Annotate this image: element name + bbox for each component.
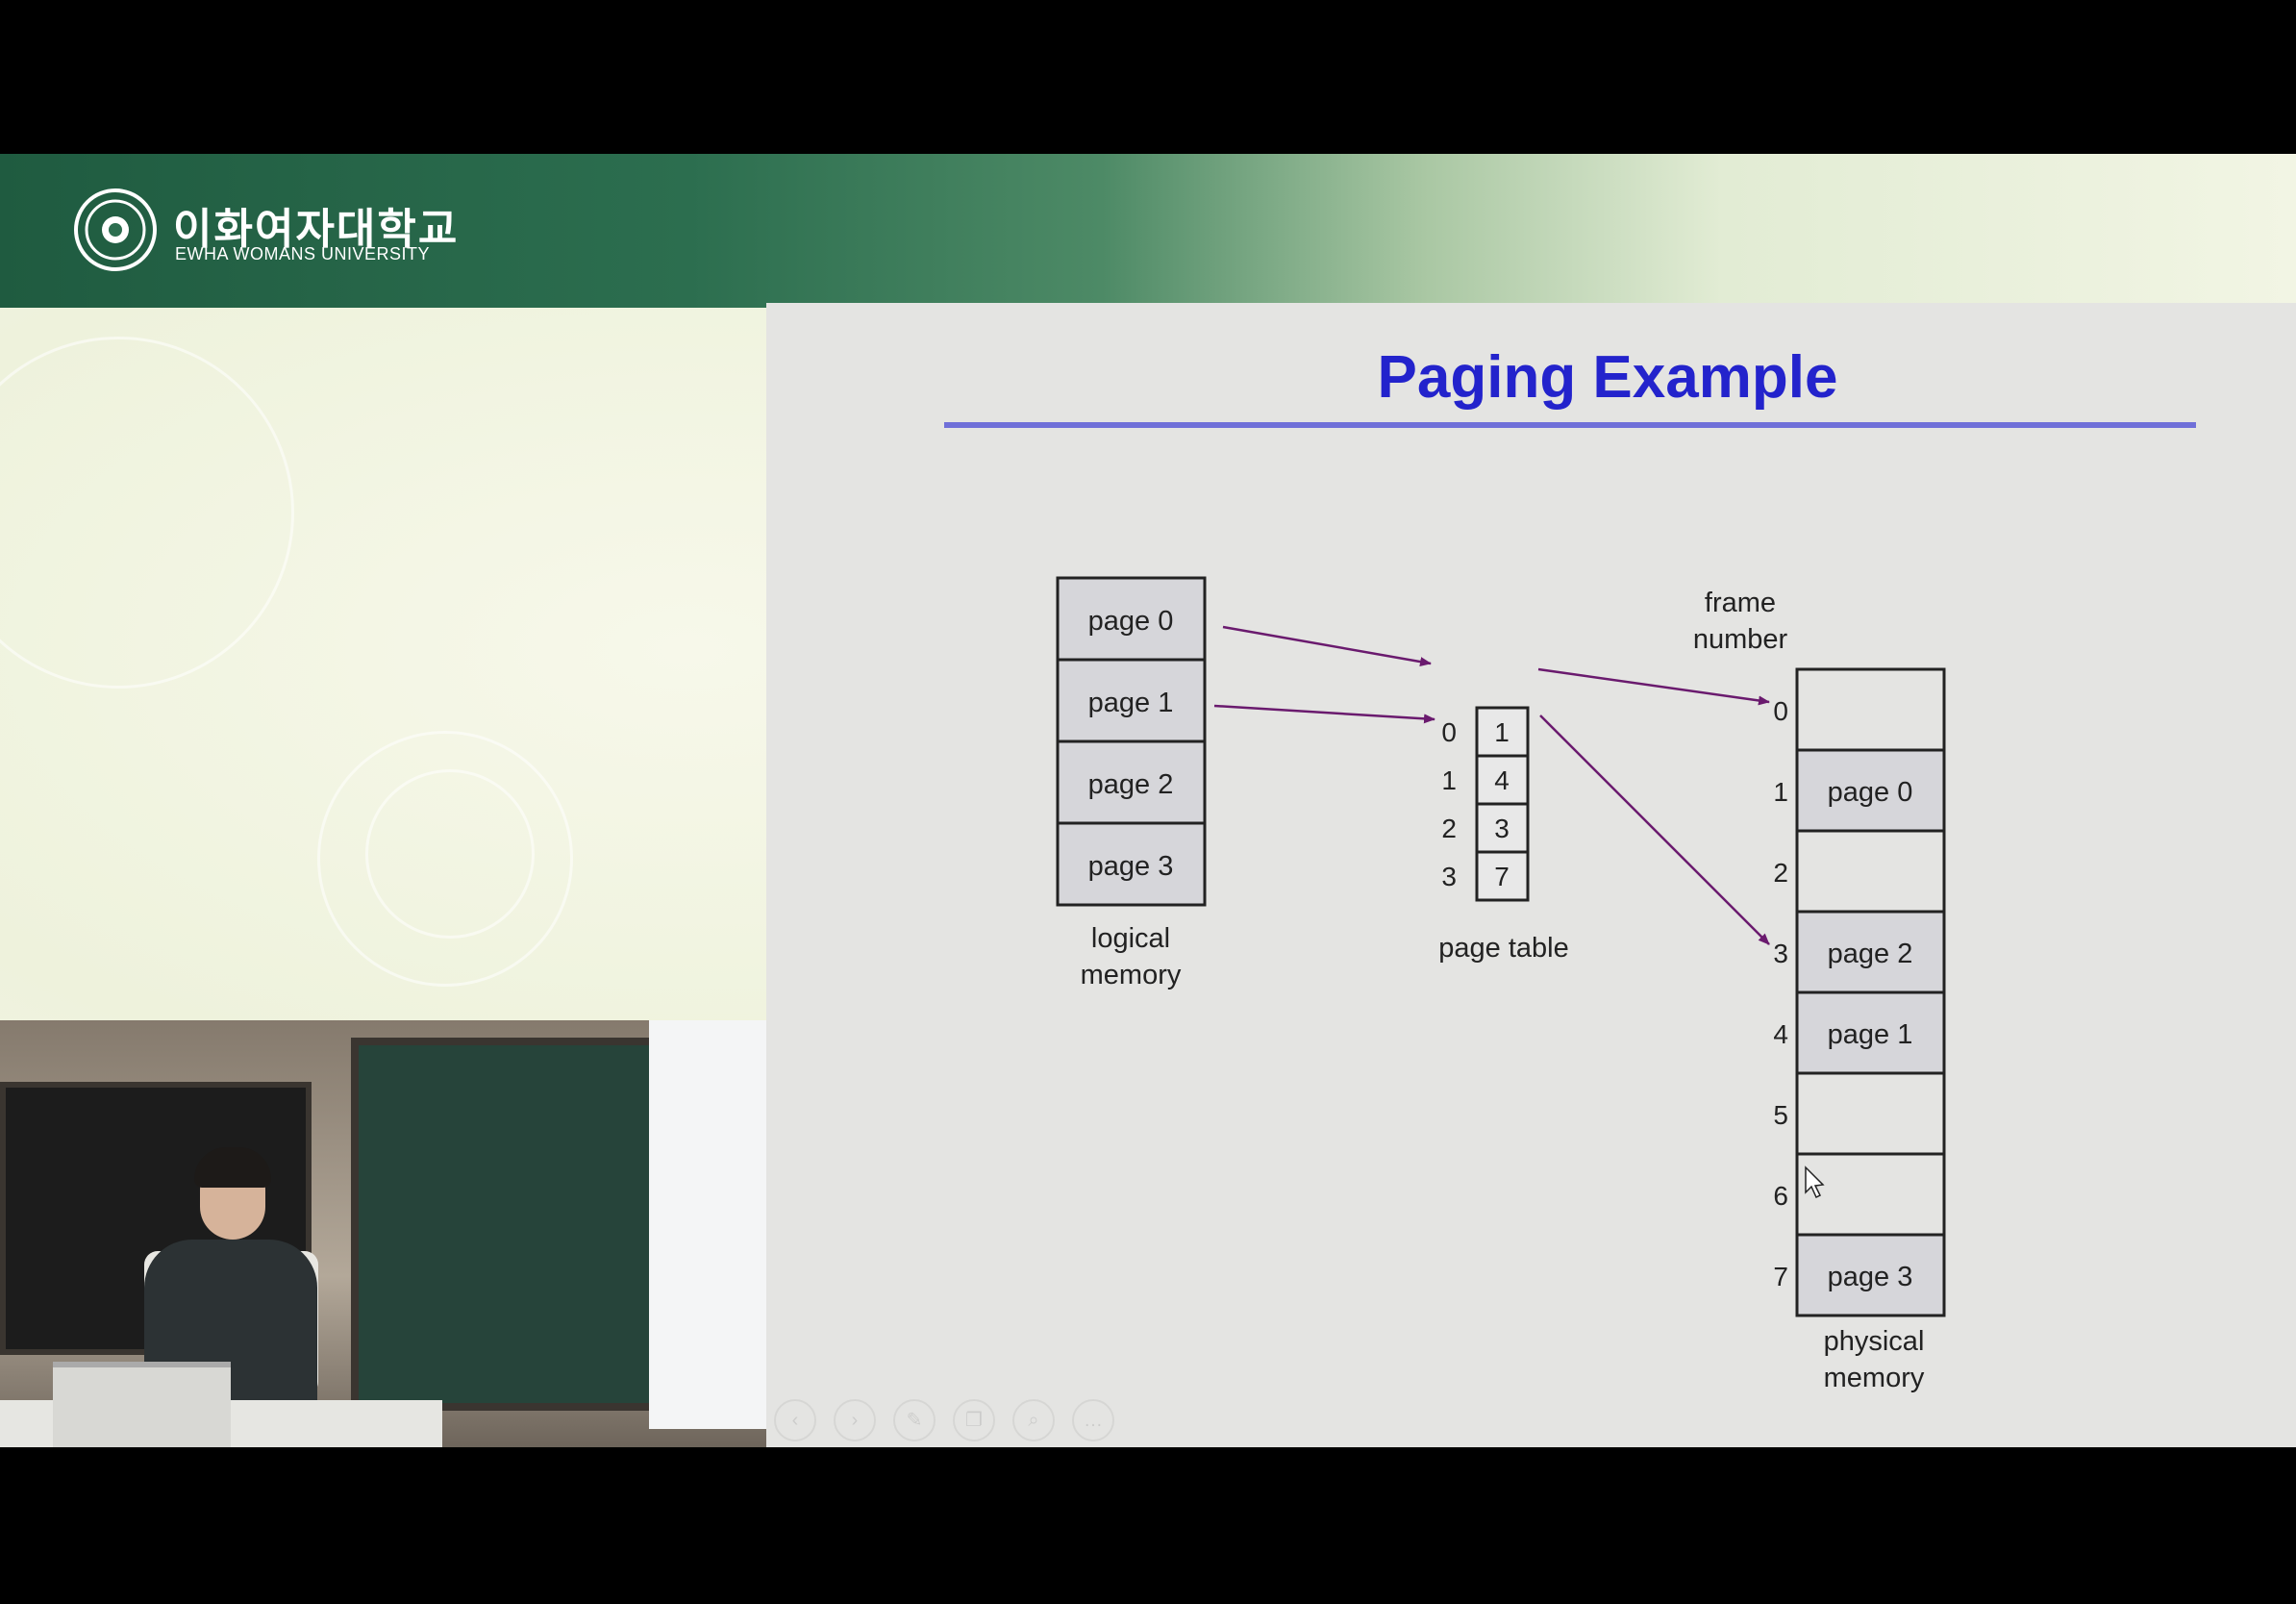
frame-number: 0 xyxy=(1773,696,1788,726)
university-header: 이화여자대학교 EWHA WOMANS UNIVERSITY xyxy=(0,154,2296,308)
frame-number: 3 xyxy=(1773,939,1788,968)
logical-memory-label: memory xyxy=(1081,960,1182,990)
arrow-page0-to-table xyxy=(1223,627,1431,664)
frame-number-header: number xyxy=(1693,624,1788,655)
physical-page-label: page 0 xyxy=(1828,777,1913,808)
physical-page-label: page 3 xyxy=(1828,1262,1913,1292)
page-table-label: page table xyxy=(1438,933,1568,964)
page-table-frame: 7 xyxy=(1494,862,1510,891)
logical-page-label: page 3 xyxy=(1088,851,1174,882)
frame-number-header: frame xyxy=(1705,588,1776,618)
copy-icon[interactable]: ❐ xyxy=(953,1399,995,1441)
arrow-table-to-frame1 xyxy=(1538,669,1769,702)
paging-diagram: page 0 page 1 page 2 page 3 logical memo… xyxy=(766,303,2296,1447)
lecture-frame: 이화여자대학교 EWHA WOMANS UNIVERSITY Paging Ex… xyxy=(0,154,2296,1447)
frame-number: 4 xyxy=(1773,1019,1788,1049)
slide-controls: ‹ › ✎ ❐ ⌕ … xyxy=(774,1399,1114,1441)
frame-number: 6 xyxy=(1773,1181,1788,1211)
physical-frame-box xyxy=(1797,1073,1944,1154)
physical-frame-box xyxy=(1797,831,1944,912)
frame-number: 1 xyxy=(1773,777,1788,807)
page-table-index: 1 xyxy=(1441,765,1457,795)
presentation-slide: Paging Example page 0 page 1 page 2 page… xyxy=(766,303,2296,1447)
frame-number: 7 xyxy=(1773,1262,1788,1291)
logical-page-label: page 2 xyxy=(1088,769,1174,800)
projector-screen xyxy=(649,1020,766,1429)
university-seal-icon xyxy=(73,188,158,272)
arrow-table-to-frame4 xyxy=(1540,715,1769,944)
page-table-index: 3 xyxy=(1441,862,1457,891)
page-table-frame: 4 xyxy=(1494,765,1510,795)
logical-page-label: page 0 xyxy=(1088,606,1174,637)
next-icon[interactable]: › xyxy=(834,1399,876,1441)
physical-memory-label: memory xyxy=(1824,1363,1925,1393)
arrow-page1-to-table xyxy=(1214,706,1435,719)
page-table-index: 0 xyxy=(1441,717,1457,747)
physical-memory-label: physical xyxy=(1824,1326,1925,1357)
pen-icon[interactable]: ✎ xyxy=(893,1399,936,1441)
physical-frame-box xyxy=(1797,669,1944,750)
physical-memory: frame number 0 1 2 3 4 5 6 7 page 0 p xyxy=(1693,588,1944,1393)
page-table-frame: 1 xyxy=(1494,717,1510,747)
blackboard-right xyxy=(351,1038,660,1411)
page-table-index: 2 xyxy=(1441,814,1457,843)
frame-number: 2 xyxy=(1773,858,1788,888)
prev-icon[interactable]: ‹ xyxy=(774,1399,816,1441)
physical-page-label: page 1 xyxy=(1828,1019,1913,1050)
page-table: 1 4 3 7 0 1 2 3 page table xyxy=(1438,708,1568,964)
page-table-frame: 3 xyxy=(1494,814,1510,843)
university-name-english: EWHA WOMANS UNIVERSITY xyxy=(175,244,430,264)
lecturer-video xyxy=(0,1020,766,1447)
physical-page-label: page 2 xyxy=(1828,939,1913,969)
logical-page-label: page 1 xyxy=(1088,688,1174,718)
logical-memory-label: logical xyxy=(1091,923,1170,954)
frame-number: 5 xyxy=(1773,1100,1788,1130)
podium xyxy=(53,1362,231,1447)
zoom-icon[interactable]: ⌕ xyxy=(1012,1399,1055,1441)
logical-memory: page 0 page 1 page 2 page 3 logical memo… xyxy=(1058,578,1205,990)
more-icon[interactable]: … xyxy=(1072,1399,1114,1441)
